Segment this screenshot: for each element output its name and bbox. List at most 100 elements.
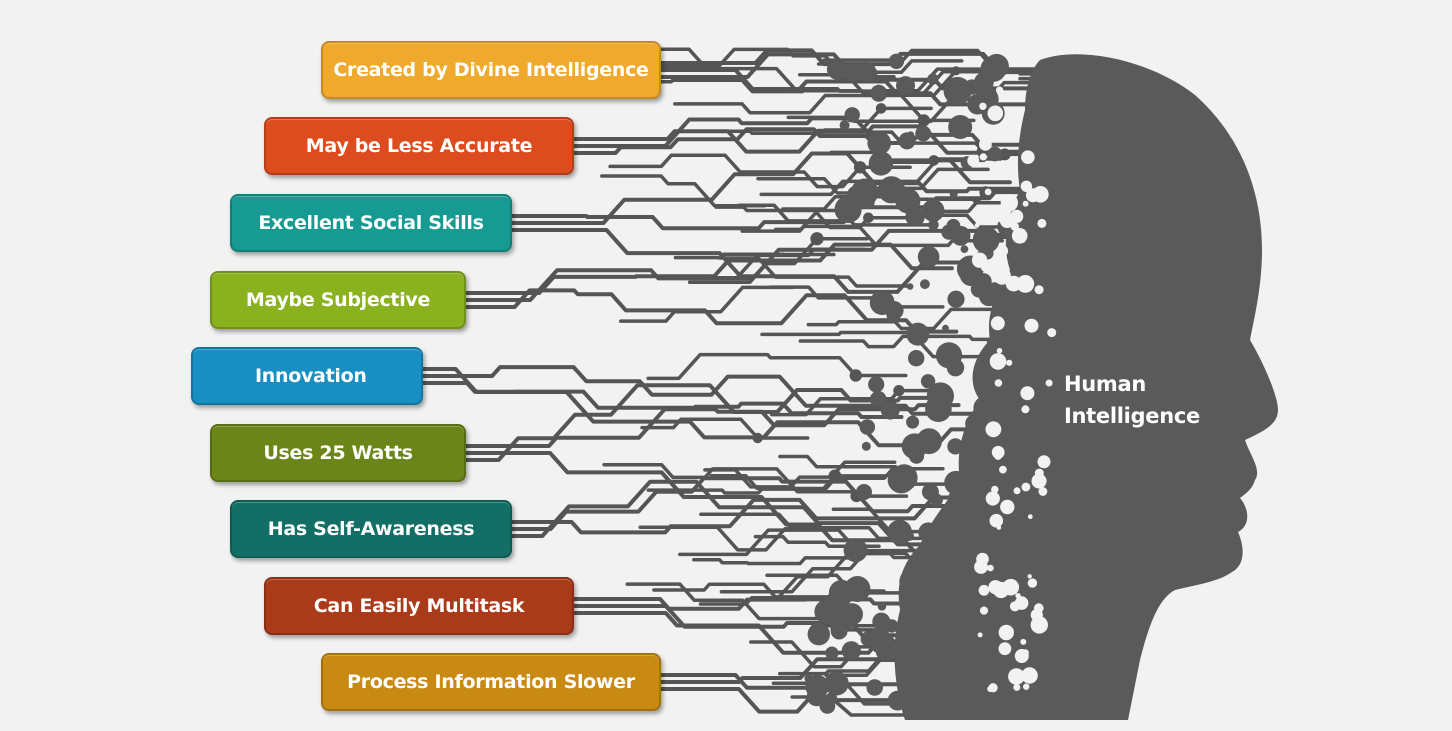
particle-gap	[1000, 194, 1018, 212]
circuit-trace	[829, 150, 986, 164]
particle	[856, 484, 872, 500]
particle-gap	[996, 347, 1003, 354]
particle	[905, 656, 930, 681]
particle	[987, 146, 1003, 162]
particle-gap	[999, 213, 1015, 229]
label-text: May be Less Accurate	[305, 135, 533, 157]
particle	[942, 324, 949, 332]
circuit-trace	[698, 551, 966, 606]
label-has-self-awareness: Has Self-Awareness	[230, 500, 512, 558]
particle	[906, 283, 914, 290]
particle	[880, 400, 900, 420]
particle	[904, 531, 914, 542]
circuit-node	[875, 103, 887, 114]
particle	[920, 374, 936, 389]
particle	[934, 635, 941, 642]
particle	[951, 608, 972, 629]
label-text: Can Easily Multitask	[313, 595, 525, 617]
particle-gap	[1013, 487, 1021, 495]
particle-gap	[991, 485, 999, 494]
particle	[934, 661, 961, 688]
circuit-node	[849, 369, 862, 382]
circuit-trace	[687, 236, 869, 285]
particle-gap	[995, 86, 1004, 94]
particle-gap	[1013, 683, 1021, 691]
circuit-node	[752, 432, 763, 444]
circuit-node	[893, 385, 905, 397]
particle	[828, 579, 855, 606]
particle	[807, 623, 830, 646]
particle-gap	[1015, 593, 1021, 599]
circuit-trace	[692, 556, 857, 566]
particle-gap	[1020, 180, 1033, 192]
particle	[943, 76, 972, 105]
particle-gap	[977, 632, 983, 638]
particle	[984, 53, 1009, 79]
circuit-trace	[608, 153, 912, 189]
particle	[920, 279, 930, 290]
particle	[868, 376, 885, 393]
particle	[927, 429, 938, 440]
circuit-trace	[770, 388, 951, 417]
circuit-node	[951, 66, 961, 76]
particle	[972, 547, 980, 556]
particle-gap	[985, 491, 1000, 506]
particle	[860, 631, 876, 647]
label-can-easily-multitask: Can Easily Multitask	[264, 577, 574, 635]
particle	[927, 73, 939, 85]
particle-gap	[1009, 175, 1015, 181]
particle	[896, 76, 915, 96]
particle	[906, 322, 930, 346]
particle	[877, 602, 887, 611]
particle-gap	[1008, 668, 1025, 685]
particle	[941, 535, 956, 550]
particle-gap	[979, 606, 989, 615]
label-text: Uses 25 Watts	[263, 442, 413, 464]
particle	[917, 246, 940, 268]
particle-gap	[978, 584, 990, 596]
particle-gap	[1037, 455, 1051, 469]
label-maybe-subjective: Maybe Subjective	[210, 271, 466, 329]
particle	[915, 125, 932, 142]
particle	[877, 176, 906, 204]
particle	[824, 671, 849, 696]
particle	[906, 131, 915, 139]
particle-gap	[998, 642, 1012, 656]
particle	[949, 190, 958, 199]
particle	[866, 679, 883, 696]
particle-gap	[1034, 285, 1044, 295]
particle	[861, 441, 871, 451]
label-process-information-slower: Process Information Slower	[321, 653, 661, 711]
particle-gap	[988, 683, 998, 693]
head-silhouette-icon	[894, 54, 1278, 721]
particle-gap	[985, 421, 1002, 438]
particle	[928, 219, 939, 231]
particle	[868, 151, 894, 176]
particle-gap	[1027, 514, 1033, 520]
particle-gap	[1020, 386, 1035, 401]
particle	[969, 443, 976, 450]
particle	[984, 405, 993, 414]
particle	[908, 350, 925, 367]
particle	[851, 178, 879, 206]
particle-gap	[1006, 359, 1013, 366]
particle	[839, 120, 850, 131]
circuit-trace	[618, 285, 795, 323]
particle	[944, 399, 951, 406]
disintegration-particles	[804, 53, 1044, 714]
particle	[887, 466, 915, 494]
particle-gap	[1011, 228, 1028, 244]
particle	[888, 53, 905, 69]
particle-gap	[971, 252, 988, 268]
particle-gap	[987, 564, 994, 572]
particle	[867, 131, 891, 155]
particle	[986, 282, 1004, 300]
circuit-node	[928, 155, 940, 166]
center-label-line2: Intelligence	[1064, 404, 1200, 428]
label-created-by-divine-intelligence: Created by Divine Intelligence	[321, 41, 661, 99]
particle	[950, 225, 971, 246]
particle	[844, 107, 860, 123]
particle-gap	[979, 102, 987, 111]
particle-gap	[1022, 649, 1029, 656]
